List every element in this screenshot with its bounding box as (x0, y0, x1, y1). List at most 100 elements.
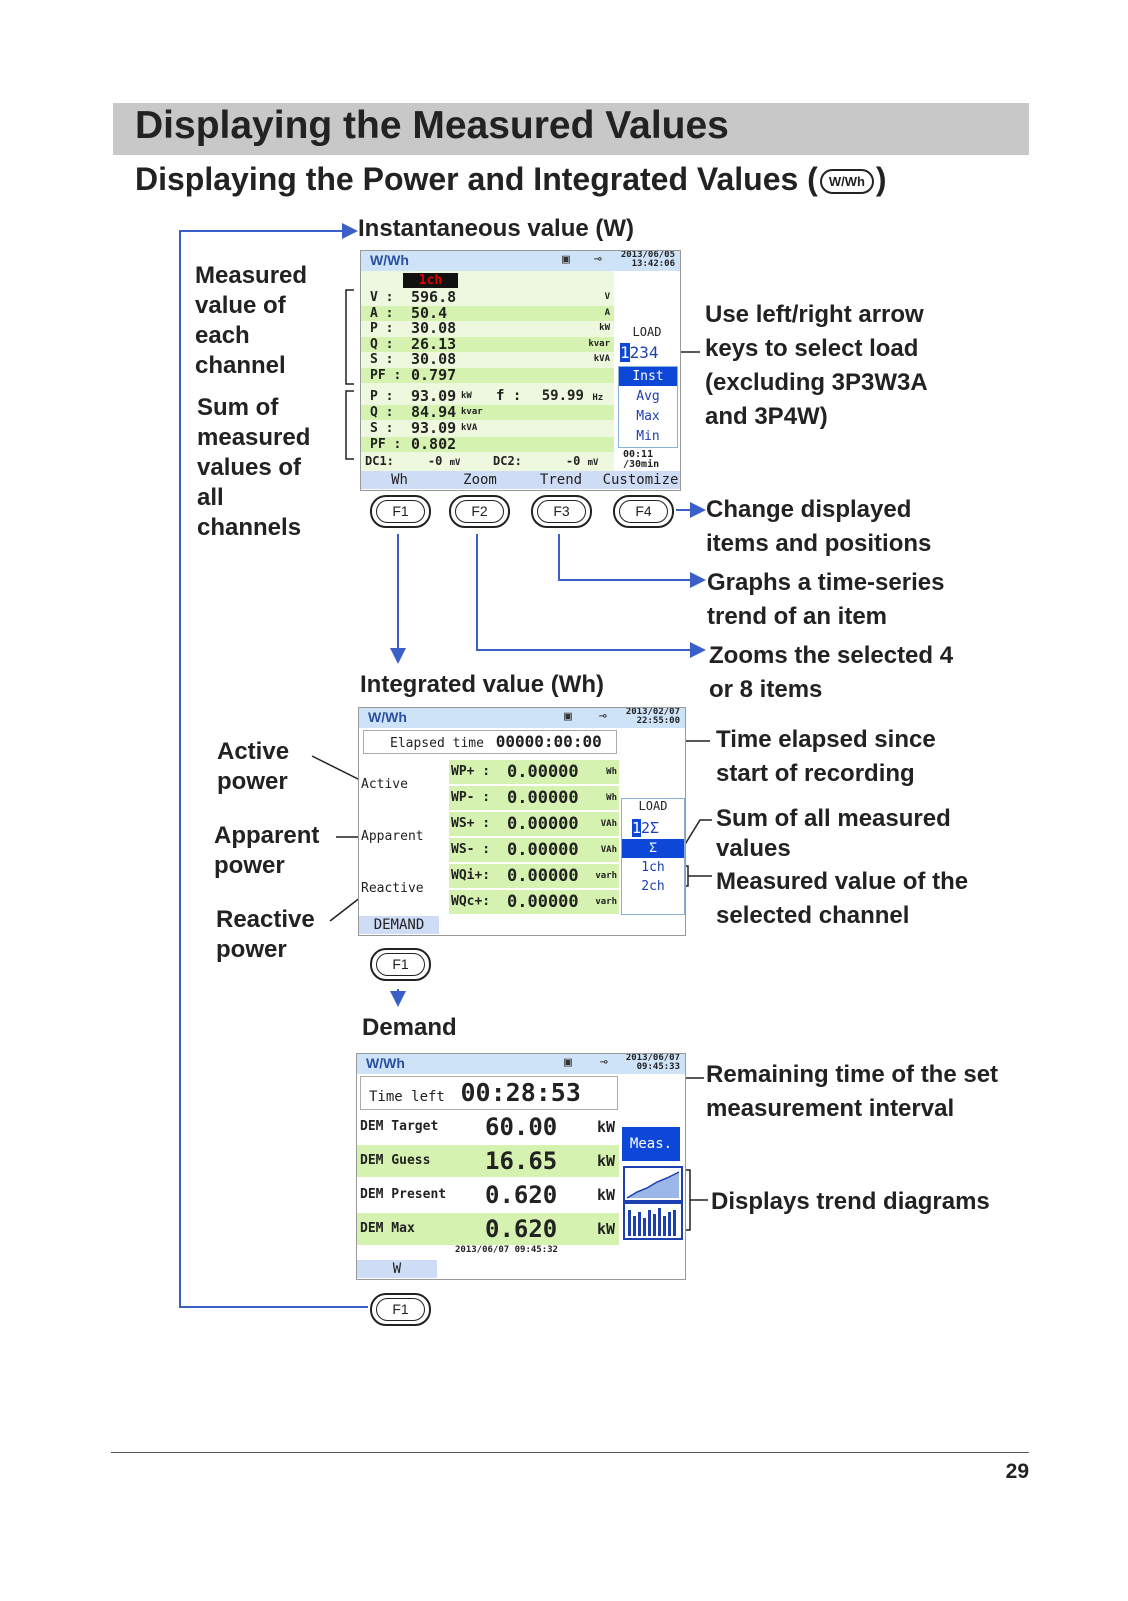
label-line: start of recording (716, 760, 915, 787)
row-value: 596.8 (411, 288, 457, 306)
row-unit: kW (596, 1152, 615, 1170)
power-plug-icon: ⊸ (600, 1055, 608, 1070)
row-value: 0.620 (485, 1181, 558, 1209)
load-selector[interactable]: LOAD 1234 (618, 326, 676, 362)
power-plug-icon: ⊸ (594, 252, 602, 267)
f4-key[interactable]: F4 (613, 495, 674, 528)
row-unit: kvar (461, 407, 483, 417)
mode-min[interactable]: Min (636, 429, 660, 444)
row-unit: varh (595, 897, 617, 907)
load-selected: 1 (620, 343, 630, 362)
f3-key-label: F3 (537, 500, 586, 523)
row-label: WP- : (451, 790, 491, 805)
fn-demand[interactable]: DEMAND (359, 916, 439, 934)
row-unit: A (604, 307, 610, 318)
memory-card-icon: ▣ (564, 1055, 572, 1070)
page-title: Displaying the Measured Values (135, 104, 729, 147)
time: 09:45:33 (636, 1062, 680, 1072)
channel-option[interactable]: 1ch (641, 860, 665, 875)
interval-bottom: /30min (623, 459, 660, 470)
energy-panel (359, 758, 619, 914)
f1-key[interactable]: F1 (370, 948, 431, 981)
row-unit: Wh (606, 793, 617, 803)
time: 13:42:06 (631, 259, 675, 269)
function-bar: Wh Zoom Trend Customize (361, 471, 680, 489)
area-trend-icon[interactable] (623, 1166, 683, 1202)
load-title: LOAD (638, 799, 668, 813)
label-line: Use left/right arrow (705, 301, 924, 328)
bar-trend-icon[interactable] (623, 1202, 683, 1240)
channel-option[interactable]: Σ (622, 839, 684, 858)
load-numbers: 12Σ (632, 819, 659, 837)
load-selected: 1 (632, 819, 642, 837)
loop-arrow (179, 223, 368, 1308)
row-label: V : (370, 290, 394, 305)
label-line: and 3P4W) (705, 403, 828, 430)
time-left-row: Time left 00:28:53 (360, 1076, 618, 1110)
elapsed-label: Time elapsed since start of recording (716, 723, 936, 791)
row-label: P : (370, 321, 394, 336)
row-label: A : (370, 305, 394, 321)
channel-option[interactable]: 2ch (641, 879, 665, 894)
sum-leader (683, 819, 712, 847)
channel-tab[interactable]: 1ch (403, 273, 458, 288)
subtitle-close: ) (875, 161, 887, 197)
group-reactive: Reactive (361, 881, 424, 896)
memory-card-icon: ▣ (564, 709, 572, 724)
fn-customize[interactable]: Customize (602, 472, 679, 488)
sum-row: PF :0.802 (361, 437, 614, 452)
f2-key[interactable]: F2 (449, 495, 510, 528)
label-line: selected channel (716, 902, 910, 929)
fn-wh[interactable]: Wh (391, 472, 408, 488)
elapsed-row: Elapsed time 00000:00:00 (363, 730, 617, 754)
date: 2013/02/07 (625, 707, 680, 717)
row-label: WS+ : (451, 816, 491, 831)
row-label: S : (370, 421, 394, 436)
freq-label: f : (496, 388, 522, 404)
mode-avg[interactable]: Avg (636, 389, 660, 404)
f1-key[interactable]: F1 (370, 495, 431, 528)
label-line: measured (197, 424, 311, 451)
mode-max[interactable]: Max (636, 409, 660, 424)
row-value: 0.797 (411, 365, 457, 384)
row-unit: VAh (600, 819, 617, 829)
fn-zoom[interactable]: Zoom (463, 472, 497, 488)
title-bar (113, 103, 1029, 155)
fn-w[interactable]: W (357, 1260, 437, 1278)
row-label: PF : (370, 367, 402, 383)
time-left-value: 00:28:53 (460, 1078, 581, 1107)
f1-key[interactable]: F1 (370, 1293, 431, 1326)
elapsed-label: Elapsed time (390, 736, 484, 751)
zoom-label: Zooms the selected 4 or 8 items (709, 639, 953, 707)
row-value: 16.65 (485, 1147, 558, 1175)
label-line: all (197, 484, 224, 511)
mode-inst[interactable]: Inst (619, 367, 677, 386)
trend-label: Graphs a time-series trend of an item (707, 566, 944, 634)
f3-key[interactable]: F3 (531, 495, 592, 528)
fn-trend[interactable]: Trend (539, 472, 583, 488)
row-label: P : (370, 389, 394, 404)
load-numbers: 1234 (620, 343, 659, 362)
label-line: channel (195, 352, 286, 379)
dc1-label: DC1: (365, 454, 394, 468)
row-label: DEM Guess (360, 1153, 431, 1168)
memory-card-icon: ▣ (562, 252, 570, 267)
label-line: channels (197, 514, 302, 541)
meas-button[interactable]: Meas. (622, 1127, 680, 1161)
label-line: trend of an item (707, 603, 888, 630)
row-label: Q : (370, 336, 394, 352)
row-value: 0.00000 (507, 892, 579, 912)
label-line: values (716, 835, 791, 862)
